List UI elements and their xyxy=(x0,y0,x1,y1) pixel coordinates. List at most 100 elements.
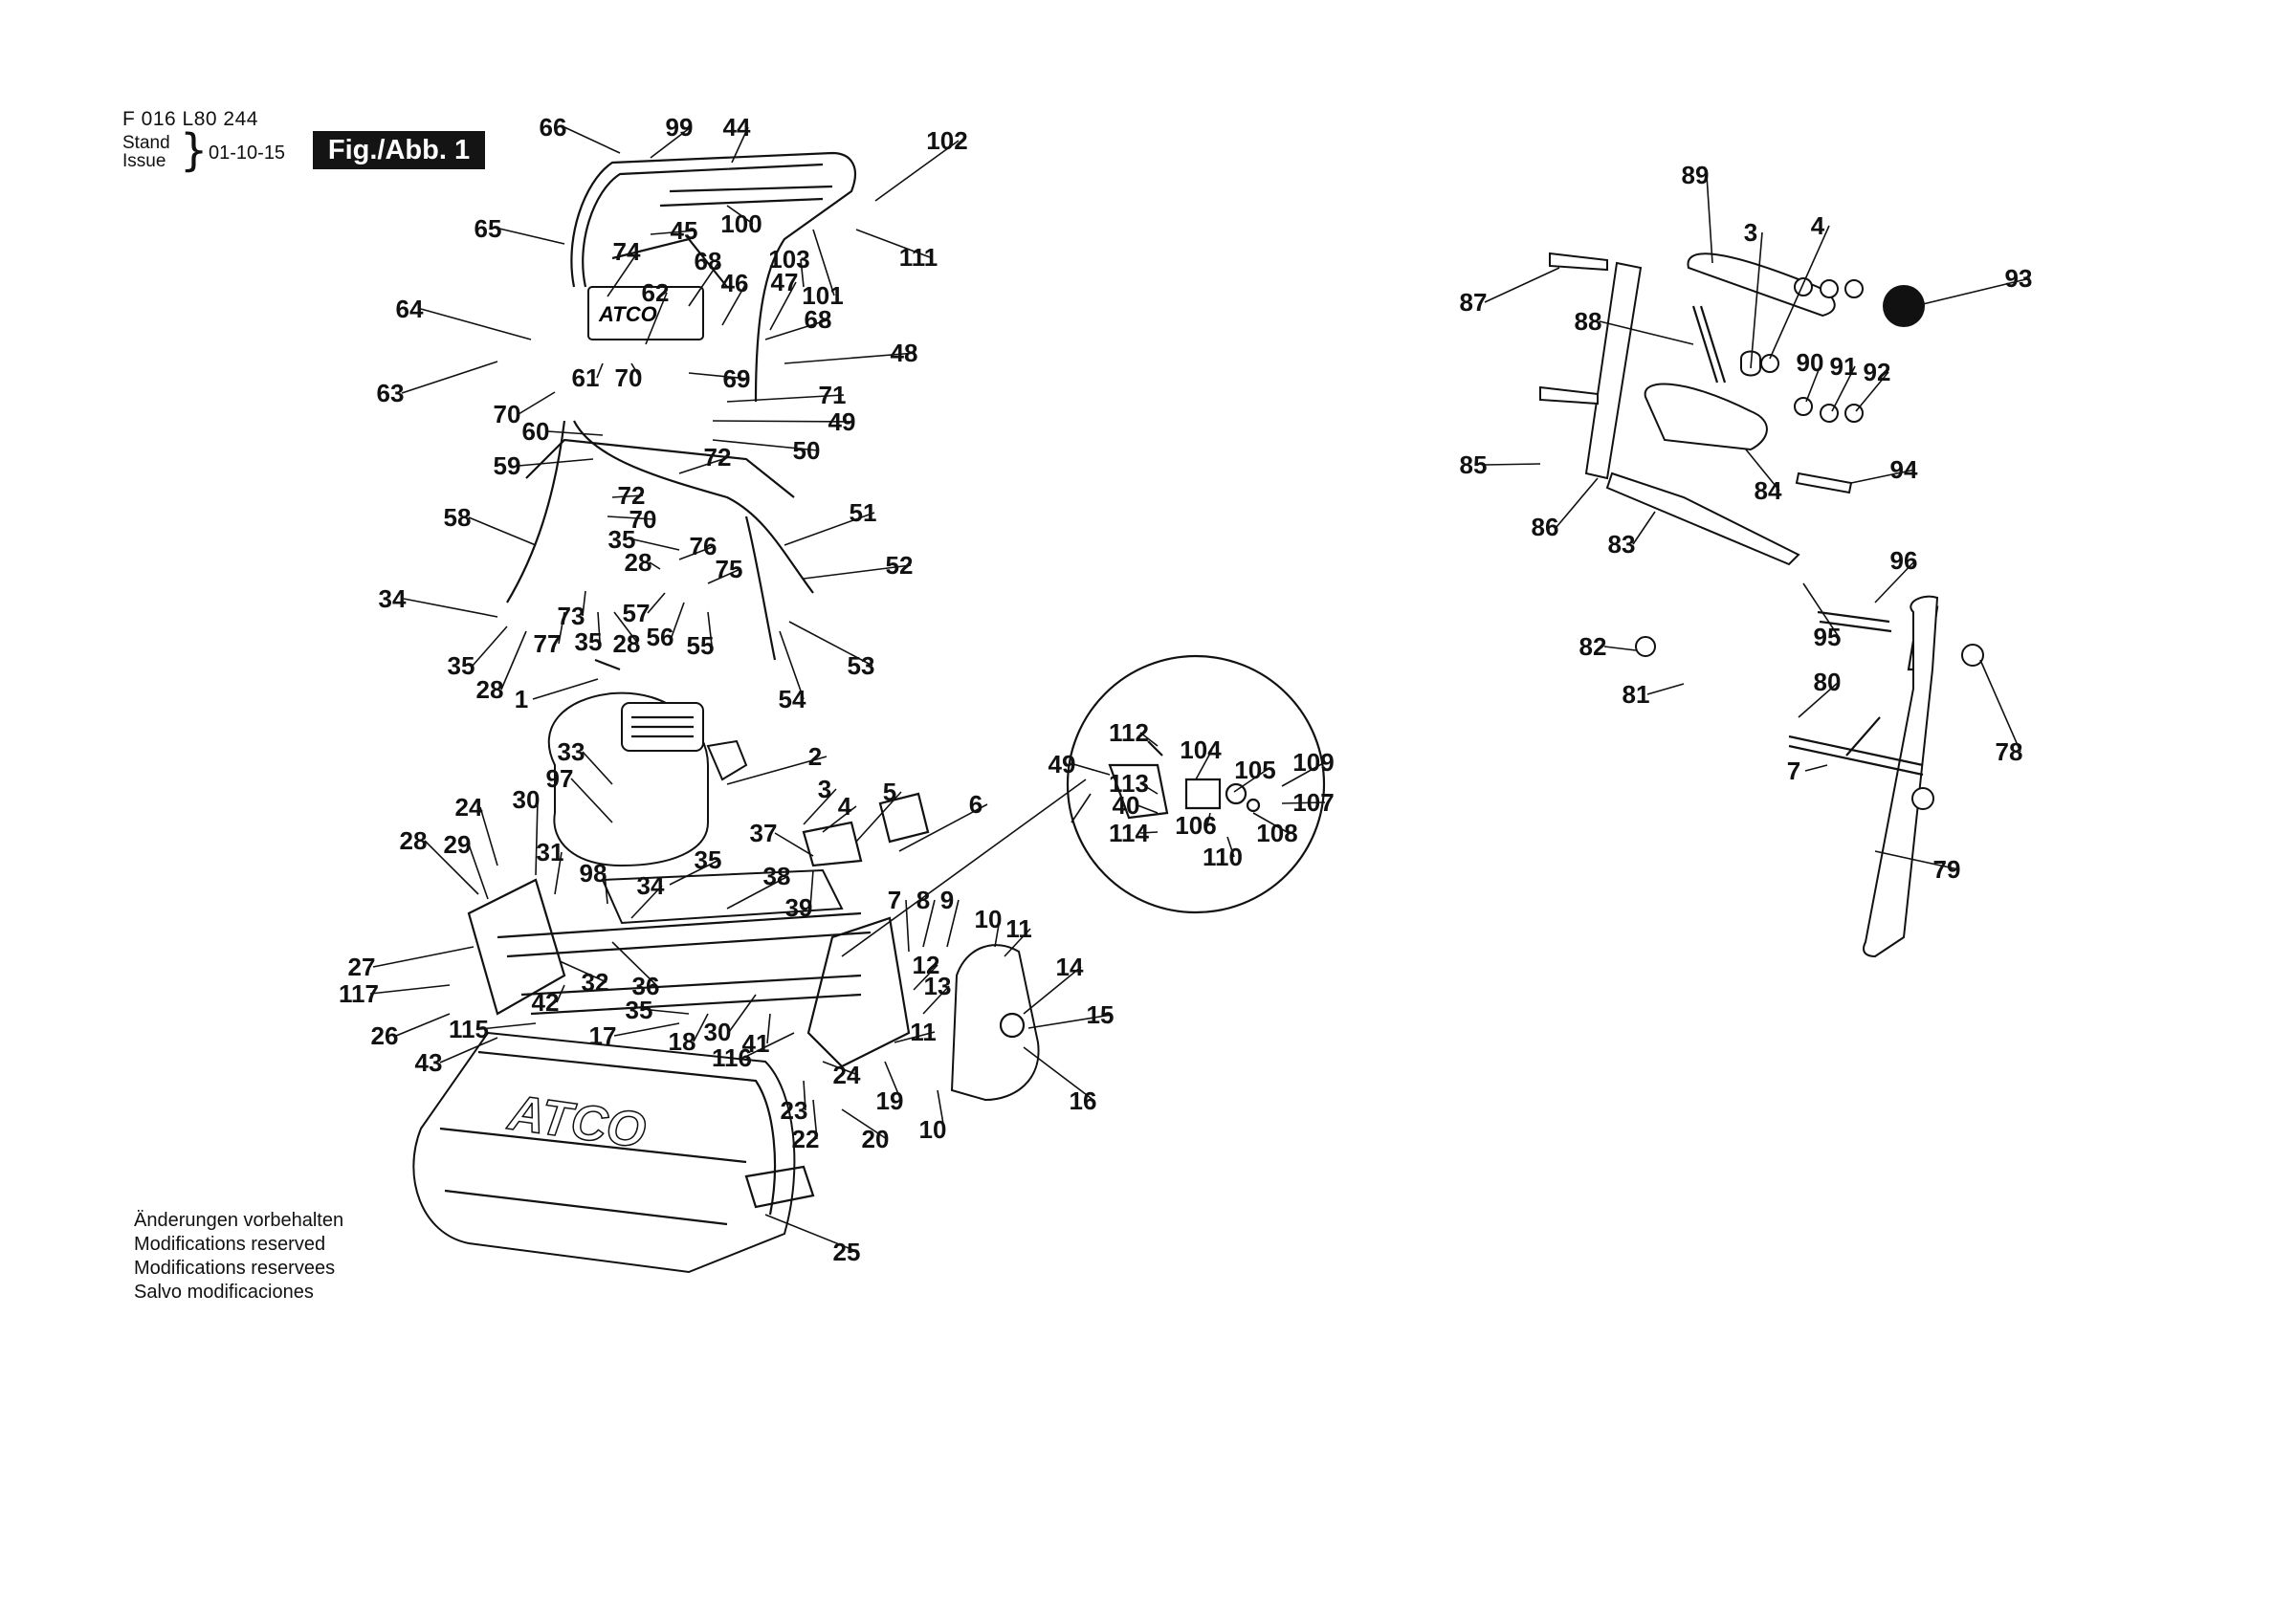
modification-notice: Änderungen vorbehalten Modifications res… xyxy=(134,1209,343,1305)
brand-mark-control-box: ATCO xyxy=(598,302,657,326)
callout-117: 117 xyxy=(339,979,379,1008)
leader-line-106 xyxy=(1206,812,1211,826)
leader-line-53 xyxy=(788,621,873,667)
leader-line-28 xyxy=(500,630,527,691)
callout-46: 46 xyxy=(721,269,749,297)
leader-line-29 xyxy=(468,844,489,900)
leader-line-51 xyxy=(784,512,875,546)
leader-line-38 xyxy=(726,875,789,910)
notice-es: Salvo modificaciones xyxy=(134,1282,314,1303)
callout-25: 25 xyxy=(833,1238,861,1266)
callout-58: 58 xyxy=(444,503,472,532)
callout-40: 40 xyxy=(1113,791,1140,820)
notice-de: Änderungen vorbehalten xyxy=(134,1210,344,1231)
leader-line-70 xyxy=(607,515,655,520)
leader-line-13 xyxy=(922,985,950,1015)
leader-line-63 xyxy=(401,361,498,394)
leader-line-23 xyxy=(803,1080,806,1111)
callout-28: 28 xyxy=(625,548,652,577)
callout-29: 29 xyxy=(444,830,472,859)
callout-87: 87 xyxy=(1460,288,1488,317)
right-linkage-assembly xyxy=(1539,252,1984,958)
callout-100: 100 xyxy=(720,209,762,238)
leader-line-60 xyxy=(546,430,604,436)
leader-line-15 xyxy=(1027,1014,1113,1029)
leader-line-1 xyxy=(532,678,599,700)
callout-102: 102 xyxy=(926,126,967,155)
callout-16: 16 xyxy=(1070,1086,1097,1115)
leader-line-111 xyxy=(855,229,931,258)
leader-line-83 xyxy=(1632,511,1656,545)
leader-line-28 xyxy=(649,561,661,570)
callout-99: 99 xyxy=(666,113,694,142)
part-79 xyxy=(1863,595,1939,958)
leader-line-52 xyxy=(803,564,912,580)
callout-97: 97 xyxy=(546,764,574,793)
callout-48: 48 xyxy=(891,339,918,367)
leader-line-99 xyxy=(650,126,692,159)
leader-line-55 xyxy=(707,611,713,647)
callout-63: 63 xyxy=(377,379,405,407)
leader-line-32 xyxy=(559,960,607,983)
callout-59: 59 xyxy=(494,451,521,480)
callout-90: 90 xyxy=(1797,348,1824,377)
leader-line-96 xyxy=(1874,559,1916,603)
callout-26: 26 xyxy=(371,1021,399,1050)
callout-98: 98 xyxy=(580,859,607,888)
callout-20: 20 xyxy=(862,1125,890,1153)
callout-41: 41 xyxy=(742,1029,770,1058)
callout-23: 23 xyxy=(781,1096,808,1125)
leader-line-101 xyxy=(812,229,835,296)
leader-line-45 xyxy=(650,230,696,235)
callout-44: 44 xyxy=(723,113,751,142)
callout-106: 106 xyxy=(1175,811,1216,840)
callout-12: 12 xyxy=(913,951,940,979)
callout-115: 115 xyxy=(449,1015,489,1043)
callout-74: 74 xyxy=(613,237,641,266)
callout-5: 5 xyxy=(883,778,896,806)
engine-assembly xyxy=(547,691,748,867)
leader-line-92 xyxy=(1855,371,1889,412)
callout-34: 34 xyxy=(379,584,407,613)
leader-line-4 xyxy=(822,805,857,833)
callout-35: 35 xyxy=(575,627,603,656)
leader-line-2 xyxy=(726,756,828,785)
callout-72: 72 xyxy=(618,481,646,510)
leader-line-19 xyxy=(884,1061,902,1102)
part-84 xyxy=(1644,383,1768,451)
callout-35: 35 xyxy=(626,996,653,1024)
leader-line-97 xyxy=(570,778,613,823)
leader-line-43 xyxy=(439,1037,498,1064)
handle-assembly: ATCO xyxy=(506,151,856,671)
leader-line-72 xyxy=(611,494,644,498)
callout-68: 68 xyxy=(695,247,722,275)
leader-line-71 xyxy=(726,394,845,403)
callout-64: 64 xyxy=(396,295,424,323)
callout-83: 83 xyxy=(1608,530,1636,559)
callout-81: 81 xyxy=(1623,680,1650,709)
callout-95: 95 xyxy=(1814,623,1842,651)
callout-77: 77 xyxy=(534,629,562,658)
callout-89: 89 xyxy=(1682,161,1710,189)
leader-line-62 xyxy=(645,292,668,345)
callout-53: 53 xyxy=(848,651,875,680)
callout-61: 61 xyxy=(572,363,600,392)
leader-line-49 xyxy=(1072,763,1111,776)
callout-4: 4 xyxy=(838,792,852,821)
callout-19: 19 xyxy=(876,1086,904,1115)
callout-39: 39 xyxy=(785,893,813,922)
leader-line-36 xyxy=(611,941,658,987)
leader-line-72 xyxy=(678,456,730,474)
callout-73: 73 xyxy=(558,602,585,630)
callout-55: 55 xyxy=(687,631,715,660)
leader-line-16 xyxy=(1023,1046,1095,1102)
callout-9: 9 xyxy=(940,886,954,914)
leader-line-20 xyxy=(841,1108,888,1140)
callout-4: 4 xyxy=(1811,211,1825,240)
figure-label: Fig./Abb. 1 xyxy=(313,131,485,169)
leader-line-6 xyxy=(898,803,988,852)
callout-56: 56 xyxy=(647,623,674,651)
callout-75: 75 xyxy=(716,555,743,583)
callout-80: 80 xyxy=(1814,668,1842,696)
